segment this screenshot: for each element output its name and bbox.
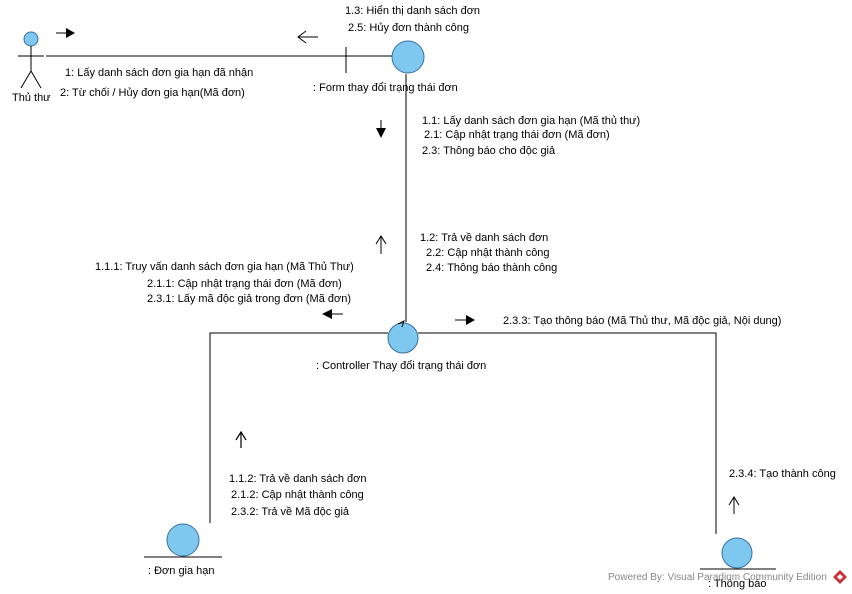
link-controller-thongbao xyxy=(418,332,717,534)
message-2-1: 2.1: Cập nhật trạng thái đơn (Mã đơn) xyxy=(424,129,610,141)
arrow-form-to-actor-icon xyxy=(297,30,318,44)
message-2-2: 2.2: Cập nhật thành công xyxy=(426,247,550,259)
message-2-3: 2.3: Thông báo cho độc giả xyxy=(422,145,556,157)
message-2-3-2: 2.3.2: Trả về Mã độc giả xyxy=(231,506,350,518)
message-2-1-2: 2.1.2: Cập nhật thành công xyxy=(231,489,364,501)
message-1-1-1: 1.1.1: Truy vấn danh sách đơn gia hạn (M… xyxy=(95,261,354,273)
controller-object-name: : Controller Thay đổi trạng thái đơn xyxy=(316,360,487,372)
arrow-form-to-controller-icon xyxy=(376,120,386,138)
arrow-don-to-controller-icon xyxy=(235,430,247,448)
message-2-3-1: 2.3.1: Lấy mã độc giả trong đơn (Mã đơn) xyxy=(147,293,351,305)
actor-thu-thu xyxy=(18,31,44,89)
message-1: 1: Lấy danh sách đơn gia hạn đã nhận xyxy=(65,67,254,79)
message-1-3: 1.3: Hiển thị danh sách đơn xyxy=(345,5,481,17)
visual-paradigm-logo-icon xyxy=(833,570,847,584)
object-form xyxy=(391,40,425,74)
message-2: 2: Từ chối / Hủy đơn gia hạn(Mã đơn) xyxy=(60,87,245,99)
message-1-2: 1.2: Trả về danh sách đơn xyxy=(420,232,549,244)
don-gia-han-object-name: : Đơn gia hạn xyxy=(148,565,215,577)
message-1-1: 1.1: Lấy danh sách đơn gia hạn (Mã thủ t… xyxy=(422,115,641,127)
object-thong-bao xyxy=(700,537,776,570)
thong-bao-object-name: : Thông báo xyxy=(708,578,767,590)
object-don-gia-han xyxy=(144,523,222,558)
footer-powered-by: Powered By: Visual Paradigm Community Ed… xyxy=(608,572,827,583)
message-1-1-2: 1.1.2: Trả về danh sách đơn xyxy=(229,473,367,485)
message-2-3-3: 2.3.3: Tạo thông báo (Mã Thủ thư, Mã độc… xyxy=(503,315,782,327)
link-controller-don xyxy=(209,332,388,523)
actor-name: Thủ thư xyxy=(12,92,51,104)
arrow-thongbao-to-controller-icon xyxy=(728,496,740,514)
arrow-actor-to-form-icon xyxy=(56,28,75,38)
arrow-controller-to-thongbao-icon xyxy=(455,315,475,325)
arrow-controller-to-form-icon xyxy=(375,235,387,254)
message-2-4: 2.4: Thông báo thành công xyxy=(426,262,558,274)
message-2-1-1: 2.1.1: Cập nhật trạng thái đơn (Mã đơn) xyxy=(147,278,342,290)
object-controller xyxy=(387,320,419,354)
arrow-controller-to-don-icon xyxy=(322,309,343,319)
message-2-5: 2.5: Hủy đơn thành công xyxy=(348,22,469,34)
form-object-name: : Form thay đổi trạng thái đơn xyxy=(313,82,458,94)
message-2-3-4: 2.3.4: Tạo thành công xyxy=(729,468,836,480)
